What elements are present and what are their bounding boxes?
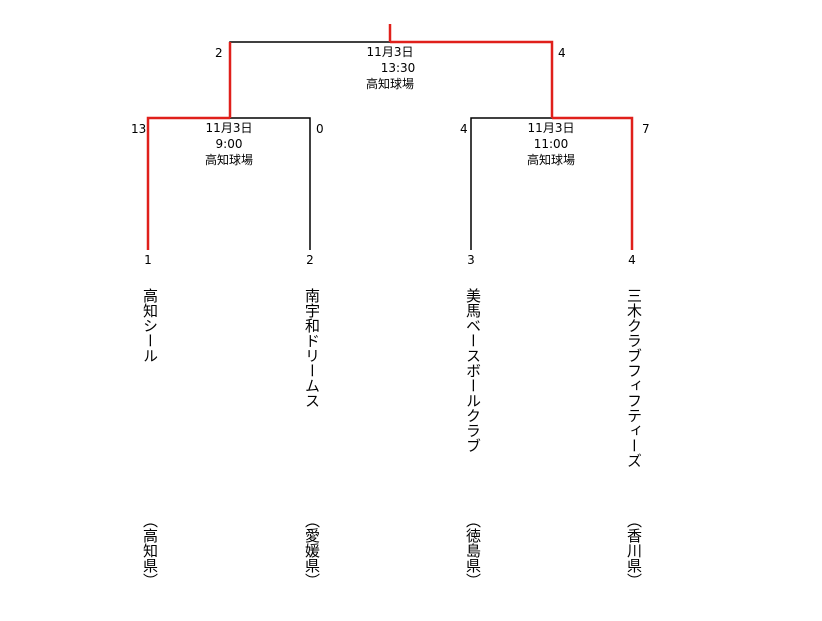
semi1-match-info: 11月3日 9:00 高知球場 — [174, 120, 284, 168]
seed-4: 4 — [628, 253, 636, 267]
winner-line-semi2 — [390, 40, 554, 118]
team-pref-4: （香川県） — [625, 513, 643, 588]
semi2-match-info: 11月3日 11:00 高知球場 — [496, 120, 606, 168]
semi2-score-right: 7 — [642, 122, 650, 136]
semi1-venue: 高知球場 — [204, 153, 253, 167]
final-score-right: 4 — [558, 46, 566, 60]
team-name-3: 美馬ベースボールクラブ — [464, 288, 482, 453]
semi1-score-left: 13 — [131, 122, 147, 136]
winner-line-team1 — [146, 116, 230, 250]
seed-2: 2 — [306, 253, 314, 267]
team-name-2: 南宇和ドリームス — [303, 288, 321, 408]
semi2-score-left: 4 — [460, 122, 468, 136]
winner-line-team4 — [552, 116, 634, 250]
team-pref-1: （高知県） — [141, 513, 159, 588]
semi2-time: 11:00 — [533, 137, 569, 151]
semi1-date: 11月3日 — [205, 121, 253, 135]
team-pref-3: （徳島県） — [464, 513, 482, 588]
team-pref-2: （愛媛県） — [303, 513, 321, 588]
semi2-date: 11月3日 — [527, 121, 575, 135]
final-match-info: 11月3日 13:30 高知球場 — [335, 44, 445, 92]
line-team3 — [470, 117, 552, 250]
semi1-time: 9:00 — [215, 137, 243, 151]
semi2-venue: 高知球場 — [526, 153, 575, 167]
team-name-1: 高知シール — [141, 288, 159, 363]
final-date: 11月3日 — [366, 45, 414, 59]
team-name-4: 三木クラブフィフティーズ — [625, 288, 643, 468]
final-time: 13:30 — [380, 61, 416, 75]
seed-1: 1 — [144, 253, 152, 267]
seed-3: 3 — [467, 253, 475, 267]
final-venue: 高知球場 — [365, 77, 414, 91]
final-score-left: 2 — [215, 46, 223, 60]
line-team2 — [230, 117, 311, 250]
semi1-score-right: 0 — [316, 122, 324, 136]
